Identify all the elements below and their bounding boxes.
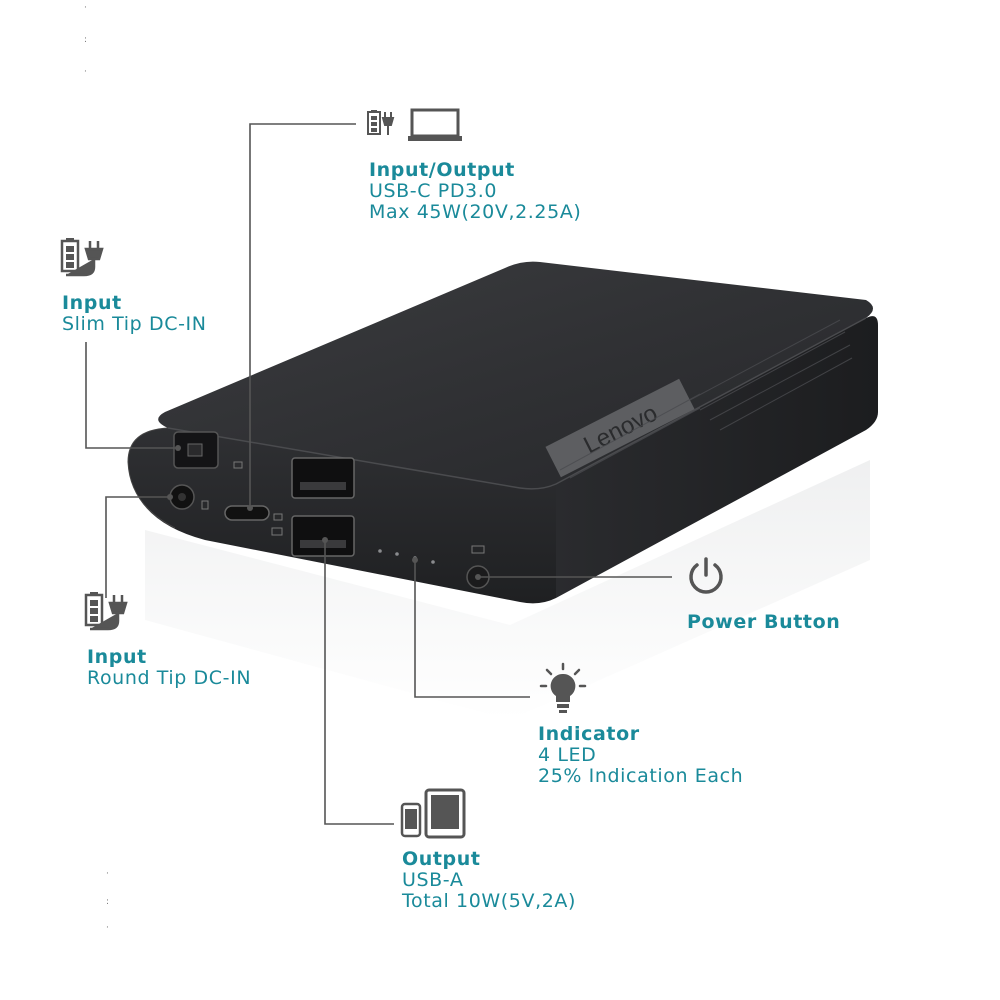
power-bank-device: Lenovo xyxy=(127,261,878,604)
callout-slim-tip: Input Slim Tip DC-IN xyxy=(62,293,207,335)
leader-usb-c xyxy=(249,123,356,508)
callout-title: Indicator xyxy=(538,723,640,745)
edge-mark: · xyxy=(106,869,109,879)
battery-plug-icon xyxy=(60,238,104,277)
callout-power: Power Button xyxy=(687,612,840,633)
power-icon xyxy=(689,557,723,594)
leader-round-tip xyxy=(105,496,170,598)
callout-line: 25% Indication Each xyxy=(538,765,744,787)
callout-line: 4 LED xyxy=(538,744,597,766)
edge-mark: · xyxy=(84,3,87,13)
callout-title: Input xyxy=(87,646,147,668)
laptop-icon xyxy=(408,108,462,141)
callout-line: Max 45W(20V,2.25A) xyxy=(369,201,582,223)
callout-title: Power Button xyxy=(687,611,841,633)
usb-c-port xyxy=(224,505,270,521)
callout-line: Total 10W(5V,2A) xyxy=(402,890,577,912)
phone-icon xyxy=(400,802,422,838)
usb-a-port-top xyxy=(291,457,355,499)
edge-mark: : xyxy=(106,897,110,907)
callout-title: Output xyxy=(402,848,481,870)
device-top-face xyxy=(158,261,873,489)
callout-line: USB-A xyxy=(402,869,464,891)
callout-title: Input/Output xyxy=(369,159,515,181)
edge-mark: : xyxy=(84,35,88,45)
usb-a-port-bottom xyxy=(291,515,355,557)
edge-mark: · xyxy=(106,923,109,933)
slim-tip-port xyxy=(173,431,219,469)
callout-usb-c: Input/Output USB-C PD3.0 Max 45W(20V,2.2… xyxy=(369,160,581,223)
edge-mark: · xyxy=(84,67,87,77)
callout-line: USB-C PD3.0 xyxy=(369,180,498,202)
battery-plug-icon xyxy=(84,592,128,631)
round-tip-port xyxy=(169,484,195,510)
battery-plug-icon xyxy=(367,110,395,135)
device-reflection xyxy=(145,460,870,720)
leader-lines xyxy=(85,123,672,825)
device-side-face xyxy=(556,316,878,598)
callout-usb-a: Output USB-A Total 10W(5V,2A) xyxy=(402,849,576,912)
lightbulb-icon xyxy=(539,662,587,713)
leader-indicator xyxy=(414,560,530,698)
tablet-icon xyxy=(424,788,466,839)
callout-round-tip: Input Round Tip DC-IN xyxy=(87,647,251,689)
leader-usb-a xyxy=(324,540,394,825)
callout-line: Round Tip DC-IN xyxy=(87,667,252,689)
callout-line: Slim Tip DC-IN xyxy=(62,313,207,335)
callout-title: Input xyxy=(62,292,122,314)
callout-indicator: Indicator 4 LED 25% Indication Each xyxy=(538,724,743,787)
leader-slim-tip xyxy=(85,342,178,449)
